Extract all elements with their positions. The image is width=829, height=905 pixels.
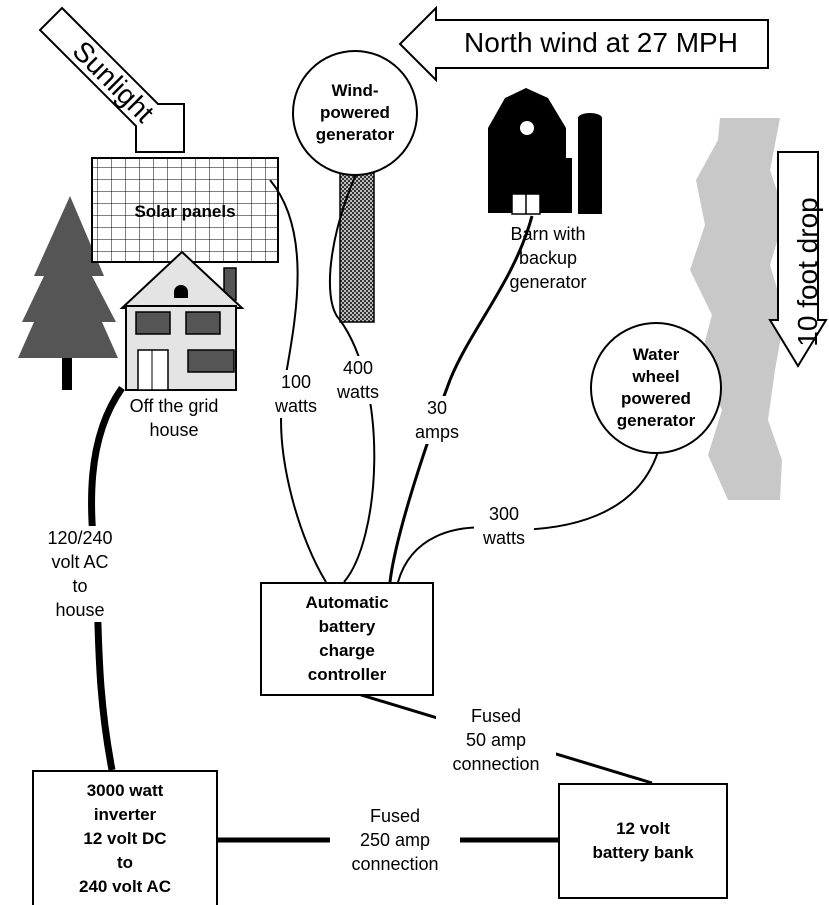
inverter-line-3: 12 volt DC (83, 828, 167, 848)
inverter-line-5: 240 volt AC (79, 876, 171, 896)
water-wheel-line-1: Water (632, 345, 680, 364)
drop-label: 10 foot drop (792, 197, 823, 347)
inverter-line-2: inverter (93, 804, 157, 824)
wind-generator: Wind- powered generator (292, 50, 418, 176)
water-wheel-line-3: powered (621, 389, 691, 408)
barn-label-line-3: generator (509, 272, 587, 292)
house-feed-line-4: house (30, 598, 130, 622)
water-output-line-1: 300 (474, 502, 534, 526)
house-feed-label: 120/240 volt AC to house (30, 526, 130, 622)
house-label-line-2: house (149, 420, 199, 440)
controller-battery-link-line-2: 50 amp (436, 728, 556, 752)
house-label: Off the grid house (114, 394, 234, 442)
barn-label-line-2: backup (518, 248, 578, 268)
controller-line-3: charge (319, 641, 375, 660)
controller-battery-link-line-1: Fused (436, 704, 556, 728)
inverter-line-4: to (116, 852, 134, 872)
controller-line-2: battery (318, 617, 376, 636)
barn-label-line-1: Barn with (510, 224, 586, 244)
barn-output-line-2: amps (412, 420, 462, 444)
house-icon (119, 250, 245, 391)
house-feed-line-1: 120/240 (30, 526, 130, 550)
house-feed-line-2: volt AC (30, 550, 130, 574)
solar-panels-label: Solar panels (134, 202, 236, 221)
inverter-battery-link-label: Fused 250 amp connection (330, 804, 460, 876)
solar-output-line-2: watts (266, 394, 326, 418)
solar-output-line-1: 100 (266, 370, 326, 394)
sunlight-arrow (38, 6, 185, 153)
stream (690, 118, 785, 500)
inverter-battery-link-line-3: connection (330, 852, 460, 876)
battery-line-1: 12 volt (616, 819, 670, 838)
wind-output-line-1: 400 (328, 356, 388, 380)
wind-generator-line-1: Wind- (331, 81, 379, 100)
battery-bank: 12 volt battery bank (558, 783, 728, 899)
controller-battery-link-label: Fused 50 amp connection (436, 704, 556, 776)
water-output-label: 300 watts (474, 502, 534, 550)
wind-arrow (398, 5, 769, 83)
water-wheel-line-4: generator (616, 411, 696, 430)
barn-output-label: 30 amps (412, 396, 462, 444)
wind-output-line-2: watts (328, 380, 388, 404)
wind-to-controller-line (328, 149, 376, 583)
drop-arrow (768, 151, 828, 368)
barn-icon (488, 88, 602, 215)
battery-line-2: battery bank (592, 843, 694, 862)
wind-label: North wind at 27 MPH (464, 27, 738, 58)
water-output-line-2: watts (474, 526, 534, 550)
solar-panels (91, 157, 279, 263)
wind-generator-line-2: powered (320, 103, 390, 122)
wind-generator-line-3: generator (315, 125, 395, 144)
water-wheel-line-2: wheel (632, 367, 680, 386)
barn-output-line-1: 30 (412, 396, 462, 420)
solar-output-label: 100 watts (266, 370, 326, 418)
controller-battery-link-line-3: connection (436, 752, 556, 776)
barn-to-controller-line (388, 215, 534, 583)
inverter-battery-link-line-2: 250 amp (330, 828, 460, 852)
inverter: 3000 watt inverter 12 volt DC to 240 vol… (32, 770, 218, 905)
charge-controller: Automatic battery charge controller (260, 582, 434, 696)
controller-line-4: controller (307, 665, 387, 684)
barn-label: Barn with backup generator (488, 222, 608, 294)
controller-line-1: Automatic (305, 593, 389, 612)
wind-output-label: 400 watts (328, 356, 388, 404)
inverter-battery-link-line-1: Fused (330, 804, 460, 828)
water-wheel-generator: Water wheel powered generator (590, 322, 722, 454)
inverter-line-1: 3000 watt (86, 780, 164, 800)
house-feed-line-3: to (30, 574, 130, 598)
tree-icon (18, 196, 118, 390)
house-label-line-1: Off the grid (129, 396, 219, 416)
wind-tower (339, 149, 375, 323)
